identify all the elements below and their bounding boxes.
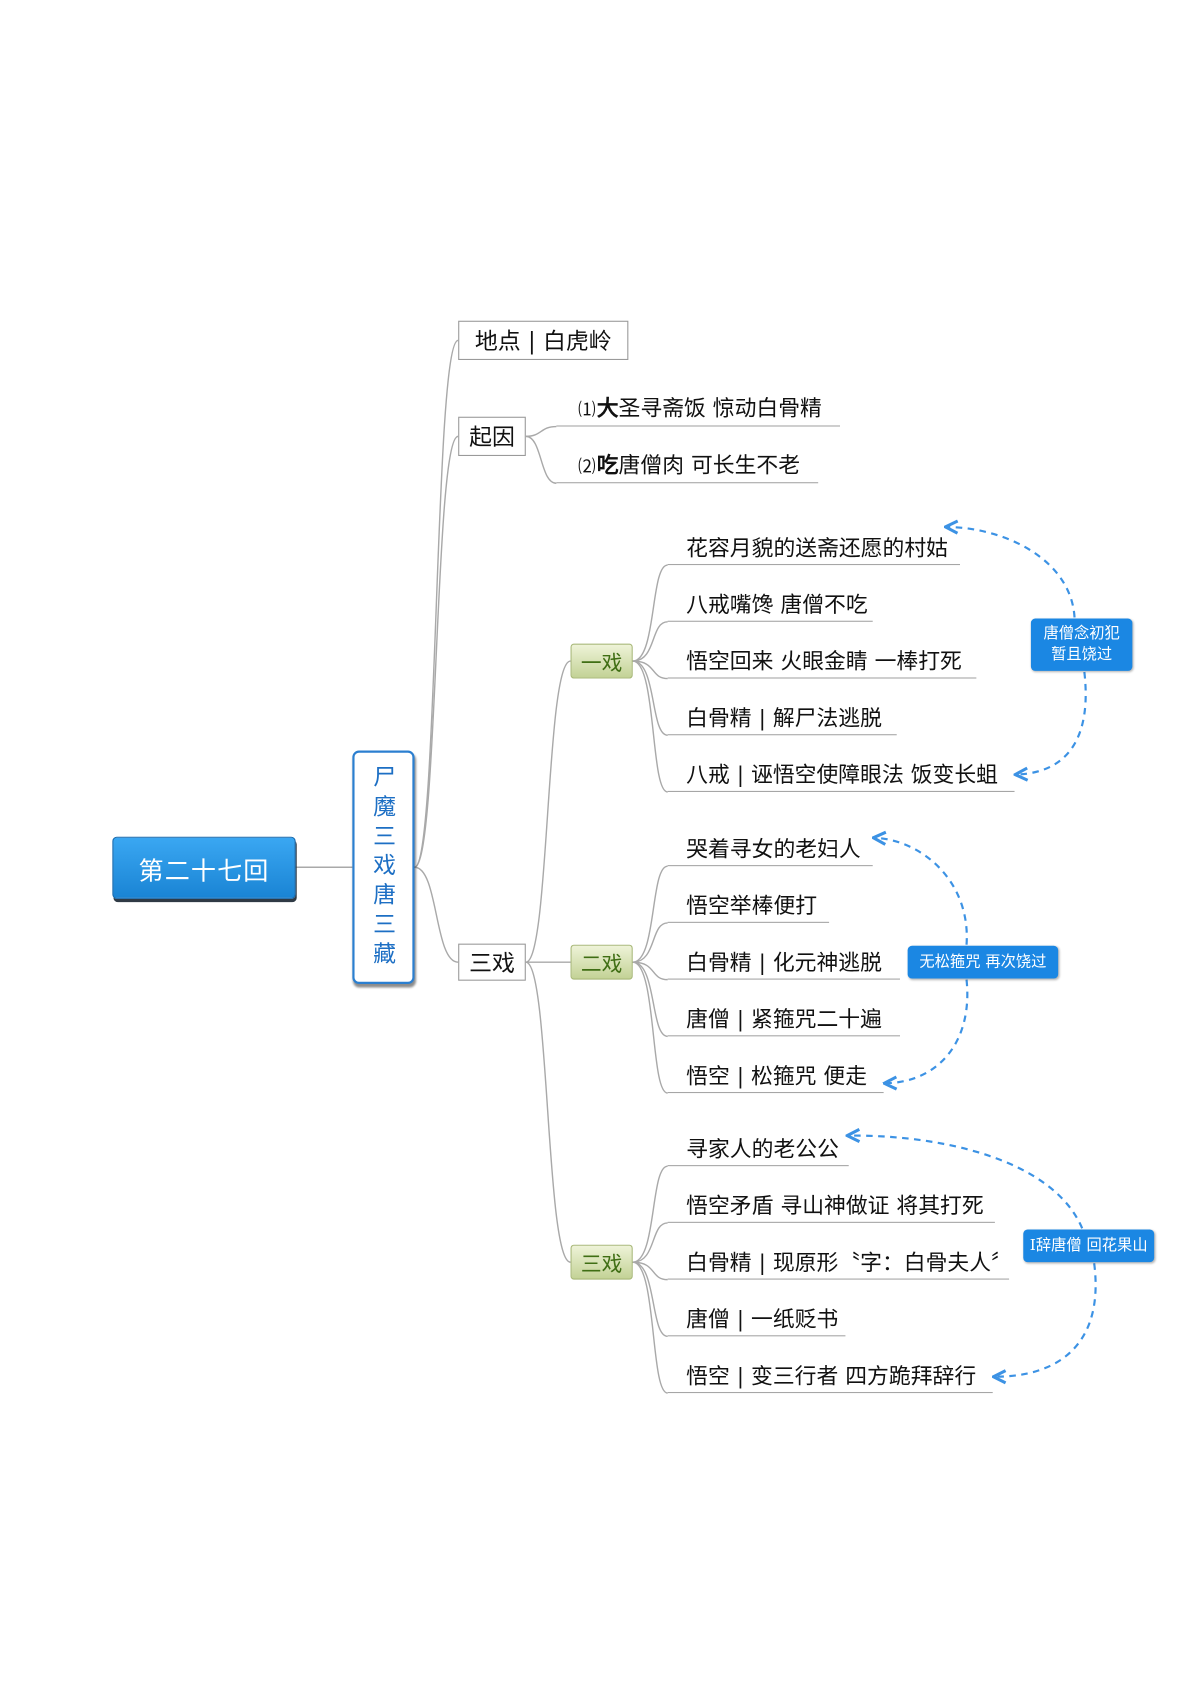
round-2-item: 白骨精 | 化元神逃脱 (667, 946, 900, 980)
connector-round-1-item-3 (632, 660, 668, 680)
connector-round-1-item-4 (632, 660, 668, 736)
connector-round-3-item-3 (632, 1261, 668, 1281)
cause-item: ⑵吃唐僧肉 可长生不老 (556, 447, 819, 484)
round-2-item: 悟空 | 松箍咒 便走 (667, 1059, 884, 1094)
central-topic: 尸魔三戏唐三藏 (352, 750, 415, 984)
round-3-item: 寻家人的老公公 (667, 1132, 849, 1167)
cause-node: 起因 (458, 416, 526, 456)
round-1-item: 八戒 | 诬悟空使障眼法 饭变长蛆 (667, 758, 1015, 792)
connector-round-2-item-2 (632, 922, 668, 963)
round-1-note-line: 唐僧念初犯 (1043, 625, 1120, 643)
connector-cause-item-1 (525, 425, 557, 438)
cause-item-text: 大圣寻斋饭 惊动白骨精 (596, 394, 822, 422)
relation-arrow-round-2-bottom (886, 979, 969, 1084)
connector-round-1-item-5 (632, 660, 668, 793)
round-2-item: 唐僧 | 紧箍咒二十遍 (667, 1003, 900, 1037)
connector-tricks-round-1 (525, 660, 571, 963)
connector-topic-location (413, 339, 459, 868)
connector-cause-item-2 (525, 435, 557, 484)
central-topic-label: 尸魔三戏唐三藏 (370, 764, 397, 971)
connector-round-2-item-5 (632, 961, 668, 1094)
round-3-item: 悟空矛盾 寻山神做证 将其打死 (667, 1189, 995, 1223)
relation-arrow-round-1-bottom (1017, 671, 1087, 775)
relation-arrow-round-2-top (875, 838, 968, 945)
connector-topic-cause (413, 435, 459, 868)
root-node: 第二十七回 (112, 836, 296, 899)
connector-round-3-item-1 (632, 1165, 668, 1263)
round-1-item: 八戒嘴馋 唐僧不吃 (667, 588, 873, 622)
round-3-note-line: I辞唐僧 回花果山 (1029, 1236, 1148, 1254)
connector-round-1-item-1 (632, 564, 668, 662)
round-1-item: 悟空回来 火眼金睛 一棒打死 (667, 645, 977, 679)
round-1-note: 唐僧念初犯 暂且饶过 (1030, 618, 1133, 671)
connector-tricks-round-3 (525, 961, 571, 1263)
relation-arrow-round-3-bottom (995, 1263, 1097, 1376)
round-1-node: 一戏 (570, 643, 633, 679)
connector-round-2-item-1 (632, 865, 668, 963)
connector-round-3-item-2 (632, 1222, 668, 1263)
tricks-node: 三戏 (458, 943, 526, 981)
cause-item-text: 吃唐僧肉 可长生不老 (596, 451, 801, 478)
round-2-note: 无松箍咒 再次饶过 (907, 945, 1059, 979)
connector-round-2-item-3 (632, 961, 668, 981)
round-3-item: 唐僧 | 一纸贬书 (667, 1303, 846, 1337)
cause-item-marker: ⑴ (578, 399, 596, 420)
round-3-node: 三戏 (570, 1244, 633, 1280)
round-1-item: 白骨精 | 解尸法逃脱 (667, 701, 897, 736)
connector-round-2-item-4 (632, 961, 668, 1038)
round-2-item: 悟空举棒便打 (667, 889, 830, 923)
relation-arrow-round-3-top (849, 1136, 1084, 1229)
round-1-item: 花容月貌的送斋还愿的村姑 (667, 531, 960, 566)
location-node: 地点 | 白虎岭 (458, 320, 629, 360)
connector-round-1-item-2 (632, 621, 668, 662)
connector-round-3-item-5 (632, 1261, 668, 1394)
connector-topic-tricks (414, 866, 459, 963)
round-3-item: 白骨精 | 现原形〝字：白骨夫人〞 (667, 1246, 1013, 1280)
relation-arrow-round-1-top (947, 527, 1076, 618)
round-3-note: I辞唐僧 回花果山 (1023, 1229, 1155, 1263)
round-2-note-line: 无松箍咒 再次饶过 (919, 952, 1047, 971)
connector-round-3-item-4 (632, 1261, 668, 1338)
round-3-item: 悟空 | 变三行者 四方跪拜辞行 (667, 1359, 993, 1394)
round-2-item: 哭着寻女的老妇人 (667, 832, 873, 867)
round-2-node: 二戏 (570, 944, 633, 980)
cause-item: ⑴大圣寻斋饭 惊动白骨精 (556, 391, 840, 427)
round-1-note-line: 暂且饶过 (1051, 645, 1113, 664)
cause-item-marker: ⑵ (578, 455, 596, 477)
